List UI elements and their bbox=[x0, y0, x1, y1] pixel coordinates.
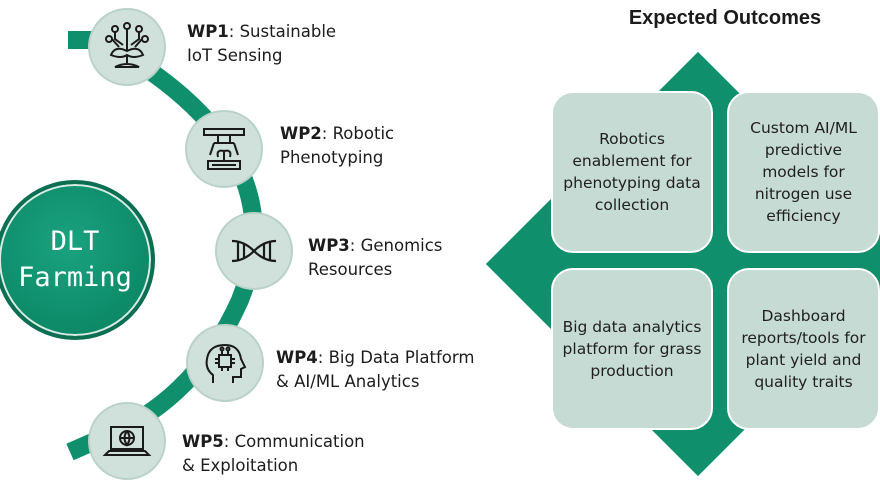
wp4-title-line1: : Big Data Platform bbox=[317, 348, 475, 367]
wp2-code: WP2 bbox=[280, 124, 322, 143]
wp5-label: WP5: Communication & Exploitation bbox=[182, 430, 365, 478]
wp4-title-line2: & AI/ML Analytics bbox=[276, 372, 420, 391]
wp5-code: WP5 bbox=[182, 432, 224, 451]
hub-circle: DLT Farming bbox=[0, 180, 155, 340]
outcome-text-2: Custom AI/ML predictive models for nitro… bbox=[750, 119, 857, 225]
sprout-circuit-icon bbox=[88, 8, 166, 86]
wp5-title-line1: : Communication bbox=[223, 432, 365, 451]
wp3-label: WP3: Genomics Resources bbox=[308, 234, 442, 282]
wp4-code: WP4 bbox=[276, 348, 318, 367]
outcome-box-dashboard: Dashboard reports/tools for plant yield … bbox=[727, 268, 880, 430]
wp1-code: WP1 bbox=[187, 22, 229, 41]
outcome-text-3: Big data analytics platform for grass pr… bbox=[562, 318, 702, 380]
ai-head-icon bbox=[186, 324, 264, 402]
robot-gripper-icon bbox=[185, 110, 263, 188]
wp2-label: WP2: Robotic Phenotyping bbox=[280, 122, 394, 170]
wp1-title-line1: : Sustainable bbox=[228, 22, 337, 41]
laptop-globe-icon bbox=[88, 402, 166, 480]
outcome-box-robotics: Robotics enablement for phenotyping data… bbox=[551, 91, 713, 253]
outcome-text-4: Dashboard reports/tools for plant yield … bbox=[741, 307, 866, 391]
wp1-title-line2: IoT Sensing bbox=[187, 46, 283, 65]
wp3-title-line2: Resources bbox=[308, 260, 393, 279]
wp1-label: WP1: Sustainable IoT Sensing bbox=[187, 20, 336, 68]
wp2-title-line2: Phenotyping bbox=[280, 148, 384, 167]
outcome-text-1: Robotics enablement for phenotyping data… bbox=[563, 130, 701, 214]
outcome-box-big-data: Big data analytics platform for grass pr… bbox=[551, 268, 713, 430]
wp3-code: WP3 bbox=[308, 236, 350, 255]
outcomes-title: Expected Outcomes bbox=[628, 7, 822, 29]
wp3-title-line1: : Genomics bbox=[349, 236, 443, 255]
hub-title-line1: DLT bbox=[50, 226, 100, 257]
wp5-title-line2: & Exploitation bbox=[182, 456, 299, 475]
wp2-title-line1: : Robotic bbox=[321, 124, 395, 143]
outcome-box-ai-ml: Custom AI/ML predictive models for nitro… bbox=[727, 91, 880, 253]
dna-icon bbox=[215, 212, 293, 290]
hub-title-line2: Farming bbox=[18, 262, 132, 293]
wp4-label: WP4: Big Data Platform & AI/ML Analytics bbox=[276, 346, 474, 394]
